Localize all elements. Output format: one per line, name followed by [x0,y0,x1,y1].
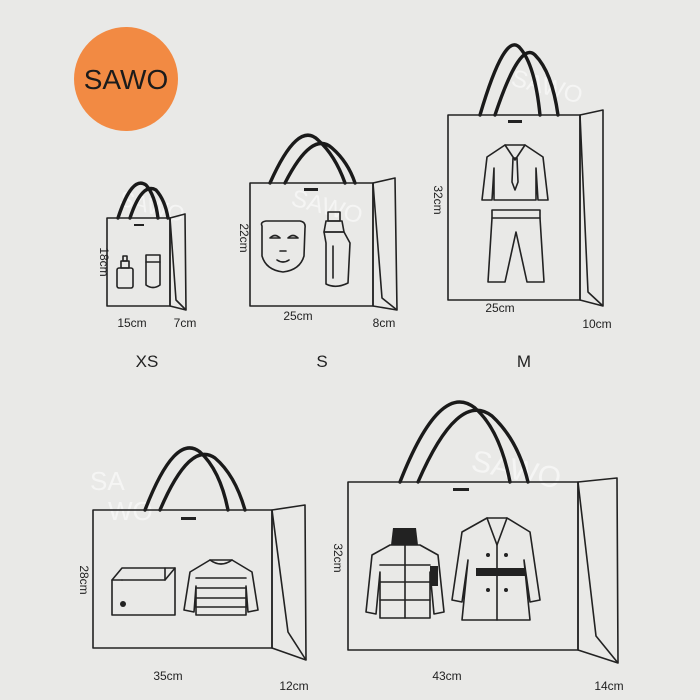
logo-text: SAWO [84,64,169,95]
bag-xl-width-label: 43cm [432,669,461,683]
brand-logo: SAWO [74,27,178,131]
bag-s-depth-label: 8cm [373,316,396,330]
shirt-with-tie-icon [481,144,549,201]
bag-m-depth-label: 10cm [582,317,611,331]
bag-xs-depth-label: 7cm [174,316,197,330]
knit-sweater-icon [183,559,259,616]
bag-side [577,477,619,664]
bag-handle [478,43,542,117]
puffer-jacket-icon [365,528,445,619]
bag-front [447,114,581,301]
trench-coat-icon [451,517,541,621]
bag-l-depth-label: 12cm [279,679,308,693]
bag-handle [416,408,530,484]
bag-handle [143,446,230,512]
bag-l-height-label: 28cm [77,565,91,594]
bag-xl: 32cm 43cm 14cm [331,400,624,693]
bag-handle [128,186,170,220]
bag-handle [283,141,357,185]
bag-front [347,481,579,651]
bag-m-height-label: 32cm [431,185,445,214]
bag-l-width-label: 35cm [153,669,182,683]
bag-handle [116,181,160,220]
bag-xs: 18cm 15cm 7cm XS [97,181,197,371]
cream-tube-icon [145,254,161,289]
bag-xs-width-label: 15cm [117,316,146,330]
bag-l: 28cm 35cm 12cm [77,446,309,693]
bag-handle [493,50,560,117]
watermark-text: SA [90,466,125,496]
bag-handle [398,400,512,484]
bag-fold [579,114,604,307]
face-mask-icon [260,220,306,273]
bag-s: 22cm 25cm 8cm S [237,133,398,371]
bag-xl-depth-label: 14cm [594,679,623,693]
bag-side [271,504,307,661]
bag-s-size-label: S [316,352,327,371]
bag-fold [271,509,307,661]
bag-m-width-label: 25cm [485,301,514,315]
bag-slot [134,224,144,226]
bag-xs-size-label: XS [136,352,159,371]
bag-slot [453,488,469,491]
bag-side [169,213,187,311]
bag-fold [372,182,398,311]
bag-m: 32cm 25cm 10cm M [431,43,612,371]
bag-xl-height-label: 32cm [331,543,345,572]
bag-slot [181,517,196,520]
bag-s-height-label: 22cm [237,223,251,252]
bag-handle [158,452,247,512]
bag-front [92,509,273,649]
bag-handle [268,133,347,185]
trousers-icon [487,209,545,283]
watermark-text: SAWO [288,185,365,230]
bag-slot [508,120,522,123]
watermarks: SAWO SAWO SAWO SA WO SAWO [90,65,585,526]
bag-xs-height-label: 18cm [97,247,111,276]
bag-side [372,177,398,311]
bag-s-width-label: 25cm [283,309,312,323]
lotion-pump-bottle-icon [323,211,351,288]
storage-box-icon [111,567,176,616]
bag-slot [304,188,318,191]
bag-fold [169,217,187,311]
perfume-bottle-icon [116,255,134,289]
logo-badge [74,27,178,131]
bag-m-size-label: M [517,352,531,371]
bag-fold [577,481,619,664]
